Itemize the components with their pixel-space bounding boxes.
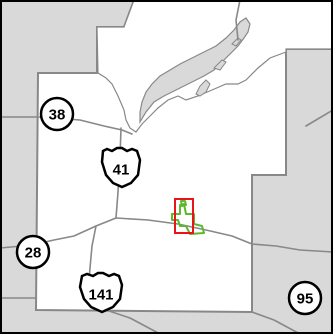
route-41-marker[interactable]: 41 [100,146,142,189]
parcel-outline-icon[interactable] [171,200,205,235]
road [115,217,333,253]
island [213,59,227,71]
us-highway-shield-icon [100,146,142,189]
route-38-label: 38 [49,107,66,124]
road [305,109,333,127]
route-28-label: 28 [25,245,42,262]
circle-shield-icon [39,96,75,132]
route-141-marker[interactable]: 141 [78,271,124,314]
peninsula-land [139,17,251,125]
route-141-label: 141 [88,287,113,304]
circle-shield-icon [15,234,51,270]
road [235,0,241,41]
route-41-label: 41 [113,162,130,179]
location-rectangle-icon[interactable] [174,198,194,234]
us-highway-shield-icon [78,271,124,314]
route-28-marker[interactable]: 28 [15,234,51,270]
route-95-marker[interactable]: 95 [287,280,323,316]
route-38-marker[interactable]: 38 [39,96,75,132]
route-95-label: 95 [297,291,314,308]
island [195,79,211,97]
road [251,311,301,334]
circle-shield-icon [287,280,323,316]
road [0,116,133,135]
